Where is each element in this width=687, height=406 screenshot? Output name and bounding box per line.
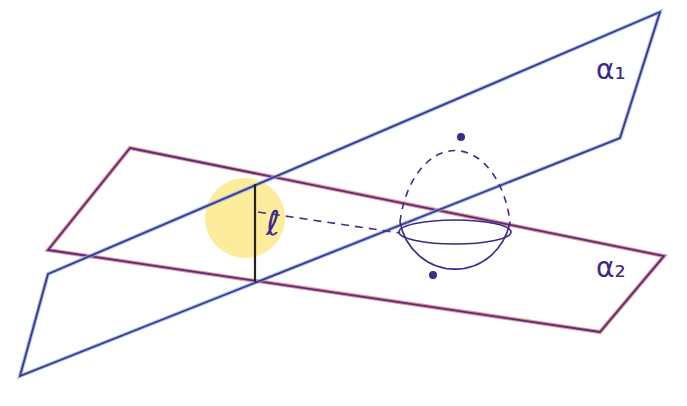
plane-label: α₂: [596, 254, 626, 282]
intersection-line: [254, 184, 256, 282]
line-label: ℓ: [266, 206, 280, 240]
plane-label: α₁: [596, 56, 626, 84]
plane-alpha1-outline: [20, 12, 660, 376]
plane-alpha2-fill: [48, 148, 664, 332]
sphere: [399, 133, 511, 279]
plane-alpha1-fill: [20, 12, 660, 376]
plane-alpha2-outline: [48, 148, 664, 332]
